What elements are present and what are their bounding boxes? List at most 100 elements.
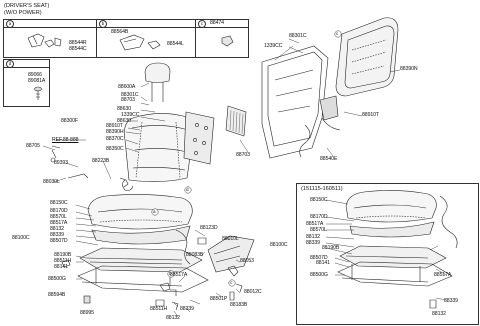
seat-cushion-icon xyxy=(87,194,193,245)
seat-frame-icon xyxy=(77,229,209,293)
variant-label-88132-b: 88132 xyxy=(432,311,446,317)
callout-c2-marker xyxy=(334,30,342,38)
ref-label: REF.88-888 xyxy=(52,137,79,143)
part-label-88083B: 88083B xyxy=(186,252,204,258)
callout-a-label: a xyxy=(153,209,156,214)
variant-label-88100C: 88100C xyxy=(270,242,288,248)
clip-icon xyxy=(27,33,62,48)
part-label-88132: 88132 xyxy=(50,226,64,232)
part-label-88600A: 88600A xyxy=(118,84,136,90)
part-label-88511H: 88511H xyxy=(54,258,72,264)
part-label-88995: 88995 xyxy=(80,310,94,316)
diagram-title-line2: (W/O POWER) xyxy=(4,10,42,16)
spacer-88995-icon xyxy=(83,295,91,304)
part-label-88390N: 88390N xyxy=(400,66,418,72)
variant-label-88500G: 88500G xyxy=(310,272,328,278)
part-label-88501P: 88501P xyxy=(210,296,228,302)
variant-label-88507D: 88507D xyxy=(310,255,328,261)
connector-icon xyxy=(197,237,207,245)
part-label-88390H: 88390H xyxy=(106,129,124,135)
part-label-89081A: 89081A xyxy=(28,78,46,84)
part-label-88339: 88339 xyxy=(50,232,64,238)
variant-bolt-icon xyxy=(429,299,437,309)
part-label-88594B: 88594B xyxy=(48,292,66,298)
seat-back-frame-icon xyxy=(261,45,341,159)
part-label-88500G: 88500G xyxy=(48,276,66,282)
clip-c-icon xyxy=(221,35,234,47)
heater-pad-icon xyxy=(225,105,247,137)
part-label-88630-b: 88630 xyxy=(117,118,131,124)
bolt-icon xyxy=(229,283,243,301)
callout-b-label: b xyxy=(169,271,172,276)
inset-divider-2 xyxy=(195,20,196,57)
inset-section-a: a xyxy=(6,20,14,28)
part-label-88150C: 88150C xyxy=(50,200,68,206)
variant-box-title: (151115-160511) xyxy=(301,186,343,192)
part-label-88170D: 88170D xyxy=(50,208,68,214)
part-label-88564B: 88564B xyxy=(111,29,129,35)
variant-label-88339: 88339 xyxy=(306,240,320,246)
callout-c-label: c xyxy=(230,280,233,285)
callout-c-marker xyxy=(228,279,236,287)
part-label-89393: 89393 xyxy=(54,160,68,166)
variant-label-88339-b: 88339 xyxy=(444,298,458,304)
part-label-88544R: 88544R xyxy=(69,40,87,46)
part-label-88511H-b: 88511H xyxy=(150,306,168,312)
part-label-88370C: 88370C xyxy=(106,136,124,142)
inset-section-b: b xyxy=(99,20,107,28)
part-label-88910T: 88910T xyxy=(106,123,123,129)
headrest-icon xyxy=(144,62,171,102)
part-label-88030L: 88030L xyxy=(43,179,60,185)
inset-d-header-bar xyxy=(4,60,49,68)
part-label-88300F: 88300F xyxy=(61,118,78,124)
part-label-88012C: 88012C xyxy=(244,289,262,295)
variant-label-88150C: 88150C xyxy=(310,197,328,203)
callout-d-marker xyxy=(184,186,192,194)
callout-c2-label: c xyxy=(336,31,339,36)
lumbar-panel-icon xyxy=(183,111,215,165)
variant-label-88132: 88132 xyxy=(306,234,320,240)
variant-label-88170D: 88170D xyxy=(310,214,328,220)
part-label-88223B: 88223B xyxy=(92,158,110,164)
inset-section-c: c xyxy=(198,20,206,28)
part-label-88010L: 88010L xyxy=(222,236,239,242)
inset-header-bar xyxy=(4,20,248,28)
part-label-88517A: 88517A xyxy=(50,220,68,226)
callout-b-marker xyxy=(167,270,175,278)
part-label-88301C-top: 88301C xyxy=(289,33,307,39)
bracket-b-icon xyxy=(227,265,239,277)
bracket-icon xyxy=(119,34,161,51)
inset-parts-box: a b c xyxy=(3,19,249,58)
variant-label-88570L: 88570L xyxy=(310,227,327,233)
part-label-88053: 88053 xyxy=(240,258,254,264)
inset-divider-1 xyxy=(96,20,97,57)
part-label-88703: 88703 xyxy=(121,97,135,103)
part-label-88517A-b: 88517A xyxy=(170,272,188,278)
variant-seat-frame-icon xyxy=(337,195,458,287)
variant-box xyxy=(296,183,479,325)
part-label-88141: 88141 xyxy=(54,264,68,270)
variant-seat-cushion-icon xyxy=(345,190,437,238)
callout-a-marker xyxy=(151,208,159,216)
screw-small-icon xyxy=(50,145,129,188)
variant-label-88517A: 88517A xyxy=(306,221,324,227)
part-label-88705: 88705 xyxy=(26,143,40,149)
part-label-1339CC: 1339CC xyxy=(121,112,140,118)
part-label-1339CC-top: 1339CC xyxy=(264,43,283,49)
seat-back-icon xyxy=(124,113,194,182)
part-label-88123D: 88123D xyxy=(200,225,218,231)
part-label-88703-right: 88703 xyxy=(236,152,250,158)
part-label-88339-b: 88339 xyxy=(180,306,194,312)
screw-icon xyxy=(34,86,42,100)
small-parts-icon xyxy=(155,282,179,311)
part-label-88183B: 88183B xyxy=(230,302,248,308)
part-label-88544C: 88544C xyxy=(69,46,87,52)
seat-back-cover-icon xyxy=(335,17,399,97)
diagram-title-line1: (DRIVER'S SEAT) xyxy=(4,3,50,9)
part-label-88100C: 88100C xyxy=(12,235,30,241)
inset-part-d-box: d xyxy=(3,59,50,107)
clip-88594B-icon xyxy=(61,259,71,268)
part-label-88190B: 88190B xyxy=(54,252,72,258)
variant-label-88517A-b: 88517A xyxy=(434,272,452,278)
